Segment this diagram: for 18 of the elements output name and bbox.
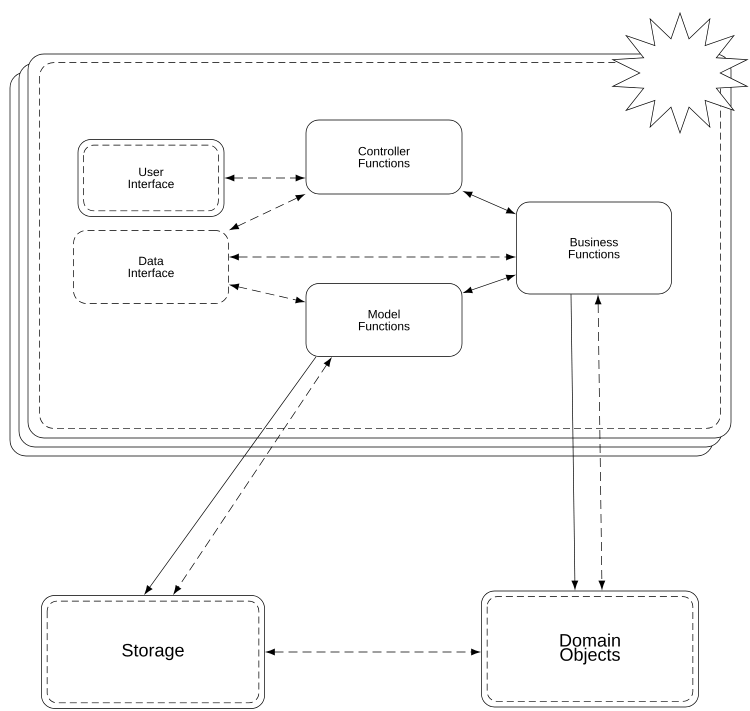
rounded-box: Business Functions [516,202,672,294]
rounded-box: Data Interface [73,230,229,304]
arrow [266,648,480,656]
arrow [174,358,332,594]
arrow [230,284,304,304]
arrow [594,296,606,590]
rounded-box: Controller Functions [306,120,462,194]
rounded-box: User Interface [78,139,224,217]
rounded-box: Storage [41,595,265,709]
arrow [463,274,516,294]
arrow [570,294,578,590]
arrow [463,191,516,214]
rounded-box: Model Functions [306,283,462,357]
arrow [226,174,304,182]
rounded-box: Domain Objects [481,590,699,708]
arrow [144,356,316,594]
arrow [230,254,515,260]
arrow [230,194,305,230]
